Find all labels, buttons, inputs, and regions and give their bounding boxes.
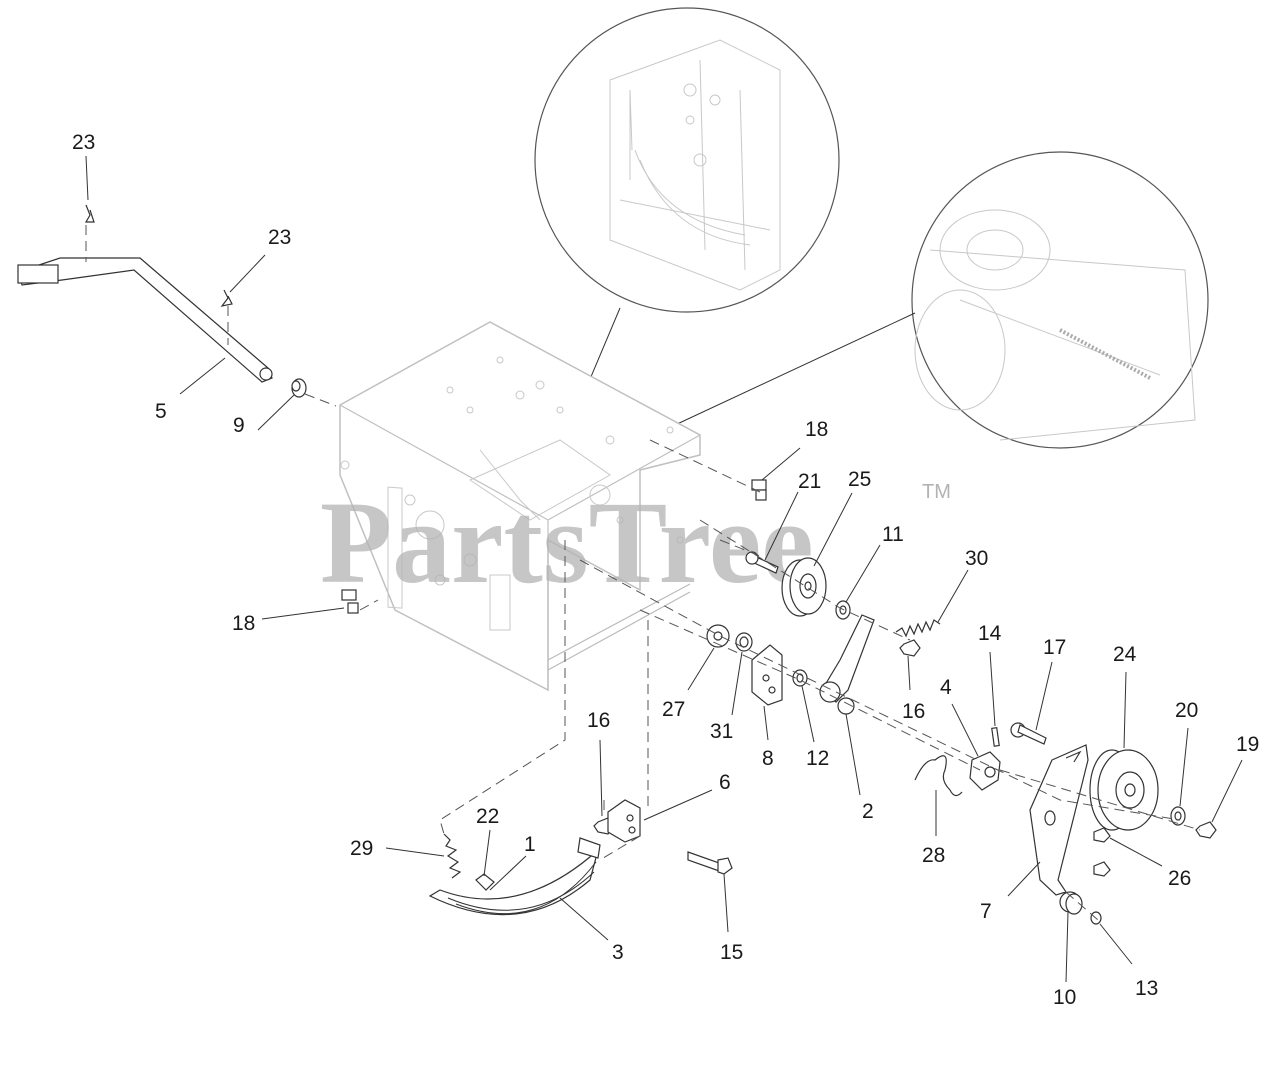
brake-band-part-3 — [428, 837, 601, 916]
callout-29: 29 — [350, 837, 373, 860]
bolt-part-18-lower — [341, 589, 359, 614]
washer-part-27 — [706, 624, 730, 648]
spring-part-29 — [443, 833, 462, 879]
plate-part-7 — [1029, 744, 1089, 896]
callout-10: 10 — [1053, 986, 1076, 1009]
callout-30: 30 — [965, 547, 988, 570]
pulley-part-24 — [1089, 749, 1159, 831]
hair-pin-icon — [84, 204, 95, 223]
callout-5: 5 — [155, 400, 167, 423]
washer-part-20 — [1170, 806, 1186, 826]
callout-leaders — [85, 155, 1243, 983]
bracket-part-6 — [607, 799, 641, 843]
callout-6: 6 — [719, 771, 731, 794]
callout-18: 18 — [232, 612, 255, 635]
callout-3: 3 — [612, 941, 624, 964]
callout-17: 17 — [1043, 636, 1066, 659]
pin-part-14 — [991, 726, 1000, 747]
callout-20: 20 — [1175, 699, 1198, 722]
callout-14: 14 — [978, 622, 1002, 645]
bolt-part-26 — [1093, 827, 1111, 877]
callout-labels: 23 23 5 9 18 21 25 11 30 18 27 31 8 12 2… — [72, 131, 1259, 1009]
detail-right-leader — [659, 312, 916, 433]
callout-18: 18 — [805, 418, 828, 441]
callout-26: 26 — [1168, 867, 1191, 890]
watermark: PartsTree — [320, 477, 814, 608]
main-frame — [339, 321, 701, 692]
spacer-part-12 — [792, 669, 808, 687]
idler-pulley-part-25 — [781, 557, 827, 617]
callout-1: 1 — [524, 833, 536, 856]
hair-pin-icon — [220, 289, 233, 307]
callout-7: 7 — [980, 900, 992, 923]
callout-4: 4 — [940, 676, 952, 699]
spacer-part-10 — [1059, 891, 1083, 915]
bolt-part-18-upper — [751, 479, 767, 501]
callout-23: 23 — [268, 226, 291, 249]
bracket-part-8 — [751, 644, 783, 706]
bracket-part-4 — [969, 751, 1001, 791]
assembly-centerlines — [85, 225, 1201, 921]
spring-part-30 — [895, 619, 941, 638]
callout-16: 16 — [902, 700, 925, 723]
nut-part-16-right — [899, 639, 921, 657]
callout-13: 13 — [1135, 977, 1158, 1000]
detail-view-right — [911, 151, 1209, 449]
bracket-part-22 — [475, 873, 495, 891]
callout-16: 16 — [587, 709, 610, 732]
washer-part-31 — [735, 632, 753, 652]
callout-25: 25 — [848, 468, 871, 491]
callout-9: 9 — [233, 414, 245, 437]
bushing-part-9 — [291, 378, 307, 398]
callout-28: 28 — [922, 844, 945, 867]
callout-24: 24 — [1113, 643, 1137, 666]
callout-15: 15 — [720, 941, 743, 964]
callout-21: 21 — [798, 470, 821, 493]
torsion-spring-part-28 — [914, 755, 963, 797]
callout-2: 2 — [862, 800, 874, 823]
bolt-part-15 — [687, 851, 733, 875]
callout-22: 22 — [476, 805, 499, 828]
idler-arm-part-2 — [819, 614, 875, 715]
detail-view-top — [534, 7, 840, 313]
shaft-part-5 — [17, 257, 273, 383]
callout-27: 27 — [662, 698, 685, 721]
watermark-trademark: TM — [922, 481, 951, 503]
callout-31: 31 — [710, 720, 733, 743]
washer-part-11 — [835, 600, 851, 620]
callout-11: 11 — [882, 523, 904, 546]
callout-12: 12 — [806, 747, 829, 770]
shoulder-bolt-part-17 — [1010, 722, 1047, 745]
callout-8: 8 — [762, 747, 774, 770]
nut-part-19 — [1195, 821, 1217, 839]
callout-19: 19 — [1236, 733, 1259, 756]
callout-23: 23 — [72, 131, 95, 154]
